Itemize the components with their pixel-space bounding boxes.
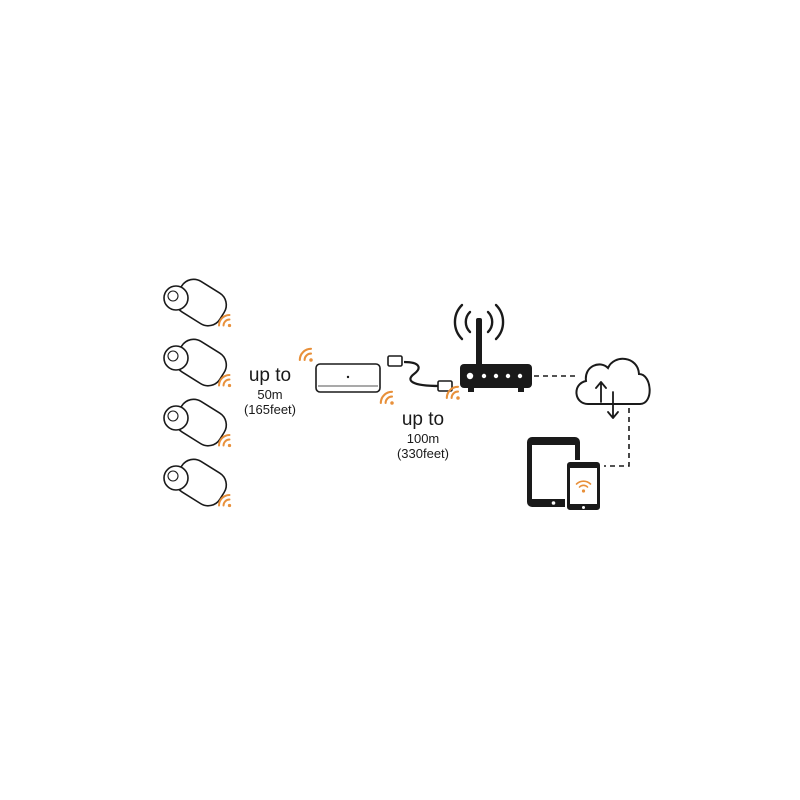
cable-plug-right <box>437 380 453 392</box>
camera-group <box>163 278 228 507</box>
cloud-sync-icon <box>575 358 651 419</box>
signal-arc-inner <box>222 378 231 387</box>
security-camera-icon <box>163 338 228 387</box>
router-foot-right <box>518 388 524 392</box>
phone-home-button <box>582 506 585 509</box>
signal-dot <box>227 503 232 508</box>
wireless-signal-icon <box>218 434 232 448</box>
base-station-icon <box>315 363 381 393</box>
wireless-signal-icon <box>218 314 232 328</box>
signal-group <box>218 314 460 508</box>
cloud-arrow-up <box>595 381 607 403</box>
wireless-signal-icon <box>445 385 460 400</box>
wireless-signal-icon <box>218 494 232 508</box>
hub-range-imperial: (165feet) <box>243 402 297 418</box>
router-range-imperial: (330feet) <box>396 446 450 462</box>
router-foot-left <box>468 388 474 392</box>
router-antenna <box>476 318 482 366</box>
router-wave-left-outer <box>453 303 464 341</box>
security-camera-icon <box>163 398 228 447</box>
hub-range-title: up to <box>248 365 292 386</box>
signal-dot <box>227 383 232 388</box>
signal-arc-outer <box>218 494 231 507</box>
security-camera-icon <box>163 278 228 327</box>
router-wave-right-outer <box>494 303 505 341</box>
signal-arc-outer <box>379 390 394 405</box>
router-led <box>481 373 487 379</box>
router-wave-right-inner <box>486 310 494 334</box>
camera-lens <box>163 465 189 491</box>
signal-dot <box>390 401 394 405</box>
router-range-distance: 100m <box>406 430 440 446</box>
hub-range-distance: 50m <box>257 386 283 402</box>
wifi-arc-inner <box>578 484 589 488</box>
signal-arc-outer <box>298 347 313 362</box>
wifi-router-icon <box>453 303 532 392</box>
wireless-signal-icon <box>379 390 394 405</box>
wireless-signal-icon <box>298 347 313 362</box>
router-wave-left-inner <box>464 310 472 334</box>
router-led <box>517 373 523 379</box>
signal-arc-inner <box>303 352 313 362</box>
signal-arc-inner <box>384 395 394 405</box>
camera-lens-inner <box>167 350 179 362</box>
router-led <box>493 373 499 379</box>
signal-arc-outer <box>445 385 460 400</box>
security-camera-icon <box>163 458 228 507</box>
wifi-arc-outer <box>575 480 592 485</box>
wifi-icon <box>575 480 592 493</box>
signal-dot <box>456 396 460 400</box>
wifi-dot <box>581 489 586 493</box>
signal-arc-outer <box>218 314 231 327</box>
cloud-arrow-down <box>607 391 619 419</box>
signal-arc-outer <box>218 374 231 387</box>
camera-lens-inner <box>167 290 179 302</box>
signal-dot <box>227 443 232 448</box>
smartphone-icon <box>565 460 602 512</box>
router-led <box>505 373 511 379</box>
signal-dot <box>309 358 313 362</box>
camera-lens <box>163 345 189 371</box>
tablet-home-button <box>551 501 556 505</box>
signal-arc-inner <box>222 318 231 327</box>
camera-lens-inner <box>167 410 179 422</box>
cloud-connections <box>534 375 630 467</box>
router-led <box>466 372 474 380</box>
ethernet-cable-icon <box>387 355 453 392</box>
link-cloud-devices <box>604 408 630 467</box>
signal-arc-inner <box>222 498 231 507</box>
signal-arc-outer <box>218 434 231 447</box>
camera-lens-inner <box>167 470 179 482</box>
camera-lens <box>163 285 189 311</box>
signal-arc-inner <box>222 438 231 447</box>
router-range-title: up to <box>401 409 445 430</box>
hub-indicator <box>346 375 350 379</box>
signal-arc-inner <box>450 390 460 400</box>
cable-wire <box>403 360 441 388</box>
cable-plug-left <box>387 355 403 367</box>
camera-lens <box>163 405 189 431</box>
hub-range-label: up to 50m (165feet) <box>240 365 300 418</box>
cloud-outline <box>575 358 651 405</box>
router-range-label: up to 100m (330feet) <box>388 409 458 462</box>
signal-dot <box>227 323 232 328</box>
wireless-signal-icon <box>218 374 232 388</box>
